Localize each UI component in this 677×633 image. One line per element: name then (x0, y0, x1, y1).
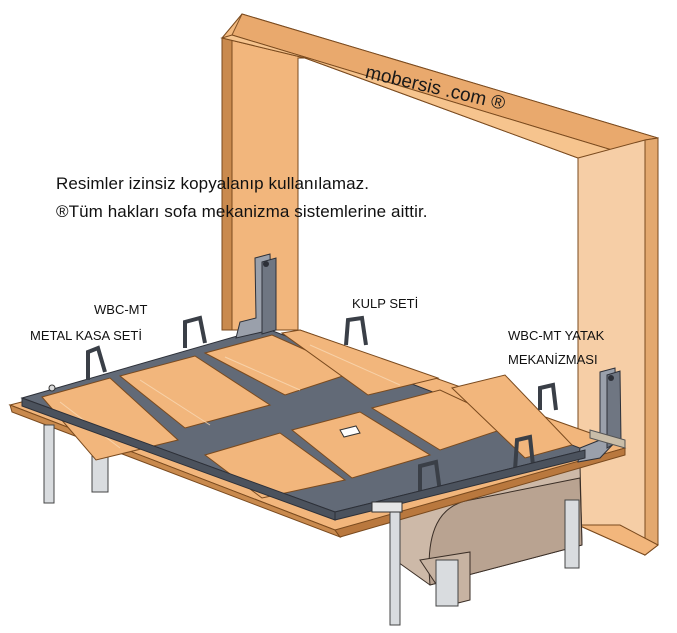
wood-slat (41, 377, 180, 461)
copyright-notice-line2: ®Tüm hakları sofa mekanizma sistemlerine… (56, 202, 428, 221)
copyright-notice-line1: Resimler izinsiz kopyalanıp kullanılamaz… (56, 174, 370, 193)
wood-slat (118, 355, 272, 429)
metal-frame (20, 327, 587, 513)
wood-slat (450, 374, 573, 459)
bed-mechanism (235, 253, 626, 463)
handle (86, 345, 107, 380)
handle (344, 315, 368, 346)
handle-set-label: KULP SETİ (352, 296, 419, 311)
handle (513, 434, 535, 471)
mechanism-label: MEKANİZMASI (508, 352, 598, 367)
wood-slat (280, 329, 440, 396)
frame-side-rail (21, 384, 586, 521)
mechanism-title: WBC-MT YATAK (508, 328, 605, 343)
handle (418, 459, 442, 498)
frame-set-label: METAL KASA SETİ (30, 328, 142, 343)
handle (538, 382, 558, 411)
handle-set (86, 315, 558, 498)
handle (183, 315, 207, 348)
frame-set-title: WBC-MT (94, 302, 148, 317)
wood-slat (290, 411, 432, 479)
